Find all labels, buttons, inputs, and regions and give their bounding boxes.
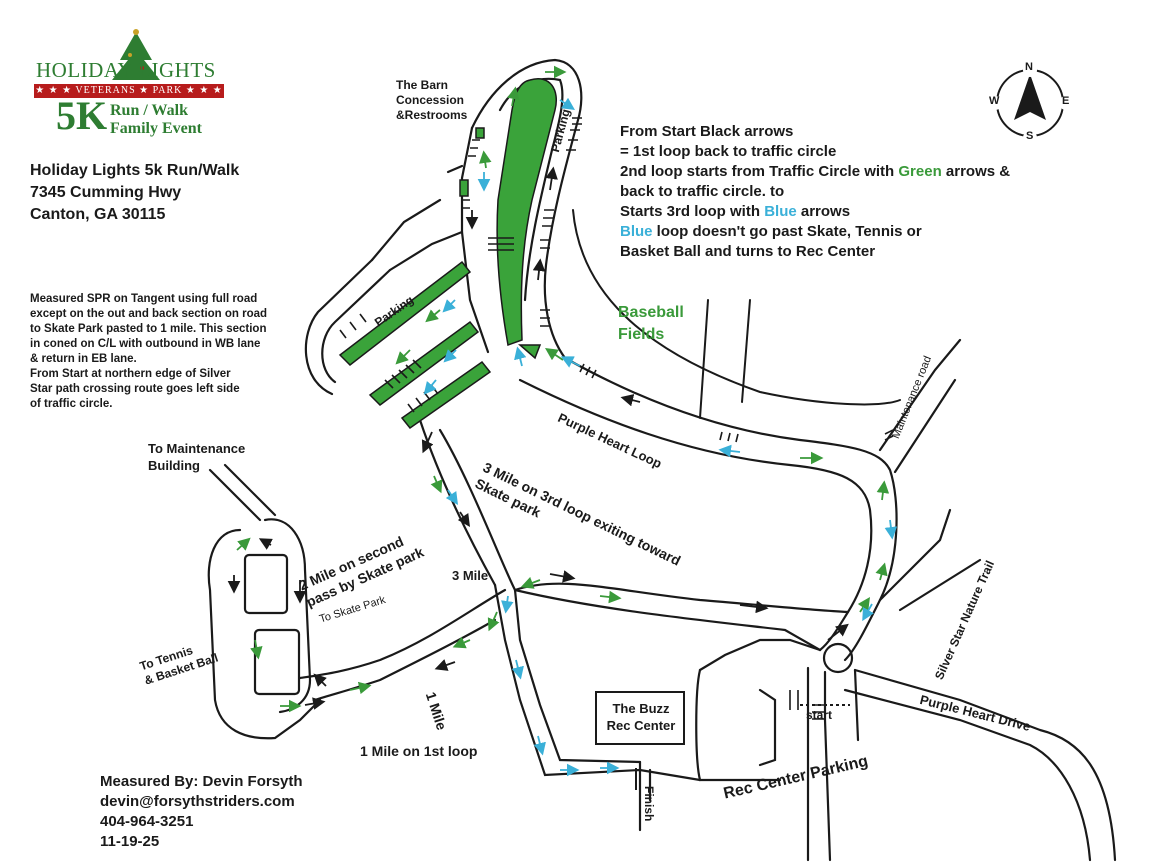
logo-run-walk: Run / Walk (110, 102, 188, 119)
green-arrows (236, 65, 890, 713)
north-island (496, 77, 557, 347)
buzz-line: The Buzz (612, 701, 670, 716)
baseball-line: Fields (618, 326, 665, 343)
logo-family-event: Family Event (110, 120, 202, 137)
buzz-rec-center-label: The Buzz Rec Center (600, 700, 682, 734)
parking-island-1 (338, 260, 472, 366)
instruction-text: arrows (796, 203, 851, 220)
blue-arrows (423, 97, 898, 777)
barn-label-line: The Barn (396, 78, 449, 92)
black-arrows (227, 166, 849, 710)
compass-s: S (1026, 130, 1034, 142)
green-keyword: Green (898, 163, 942, 180)
logo-subtitle: Run / Walk Family Event (110, 102, 202, 138)
measured-by-phone: 404-964-3251 (100, 813, 194, 830)
note-line: & return in EB lane. (30, 353, 137, 365)
event-address: Holiday Lights 5k Run/Walk 7345 Cumming … (30, 160, 239, 226)
parking-island-3 (400, 360, 492, 430)
instruction-text: loop doesn't go past Skate, Tennis or (652, 223, 922, 240)
parking-island-2 (368, 320, 480, 406)
event-logo: HOLIDAY LIGHTS ★ ★ ★ VETERANS ★ PARK ★ ★… (28, 28, 228, 148)
blue-keyword: Blue (764, 203, 797, 220)
north-loop-outer-west (460, 126, 490, 354)
purple-heart-loop-outer (563, 356, 898, 662)
barn-label-line: &Restrooms (396, 108, 468, 122)
christmas-tree-icon (112, 29, 160, 80)
north-loop-outer-east (470, 58, 583, 360)
baseball-fields-label: Baseball Fields (618, 302, 684, 346)
instruction-line: back to traffic circle. to (620, 183, 785, 200)
baseball-line: Baseball (618, 304, 684, 321)
instruction-line: Basket Ball and turns to Rec Center (620, 243, 876, 260)
note-line: From Start at northern edge of Silver (30, 368, 231, 380)
barn-label: The Barn Concession &Restrooms (396, 78, 467, 123)
instruction-line: From Start Black arrows (620, 123, 794, 140)
note-line: to Skate Park pasted to 1 mile. This sec… (30, 323, 267, 335)
logo-5k: 5K (56, 93, 108, 138)
compass-n: N (1025, 61, 1033, 73)
instruction-line: 2nd loop starts from Traffic Circle with… (620, 162, 1010, 182)
to-maintenance-line: Building (148, 458, 200, 473)
loop-south-inner (438, 428, 850, 614)
compass-w: W (989, 95, 1000, 107)
barn-label-line: Concession (396, 93, 465, 107)
finish-label: Finish (642, 786, 656, 822)
logo-title: HOLIDAY LIGHTS (36, 58, 216, 82)
to-maintenance-label: To Maintenance Building (148, 440, 245, 474)
instruction-text: arrows & (941, 163, 1011, 180)
one-mile-note: 1 Mile on 1st loop (360, 743, 478, 759)
instruction-text: Starts 3rd loop with (620, 203, 765, 220)
address-line: Canton, GA 30115 (30, 206, 166, 223)
three-mile-marker: 3 Mile (452, 568, 489, 583)
measured-by-date: 11-19-25 (100, 833, 160, 850)
compass-e: E (1062, 95, 1070, 107)
instruction-text: 2nd loop starts from Traffic Circle with (620, 163, 899, 180)
compass-icon (988, 63, 1073, 145)
note-line: Measured SPR on Tangent using full road (30, 293, 258, 305)
logo-band: ★ ★ ★ VETERANS ★ PARK ★ ★ ★ (34, 84, 224, 98)
measurement-note: Measured SPR on Tangent using full road … (30, 292, 267, 412)
measured-by-email: devin@forsythstriders.com (100, 793, 295, 810)
note-line: in coned on C/L with outbound in WB lane (30, 338, 261, 350)
instruction-line: Blue loop doesn't go past Skate, Tennis … (620, 222, 1010, 242)
blue-keyword: Blue (620, 223, 653, 240)
loop-instructions: From Start Black arrows = 1st loop back … (620, 122, 1010, 262)
measured-by-name: Measured By: Devin Forsyth (100, 773, 303, 790)
note-line: of traffic circle. (30, 398, 113, 410)
buzz-line: Rec Center (606, 718, 676, 733)
to-maintenance-line: To Maintenance (148, 441, 246, 456)
address-line: 7345 Cumming Hwy (30, 184, 182, 201)
note-line: except on the out and back section on ro… (30, 308, 268, 320)
measured-by: Measured By: Devin Forsyth devin@forsyth… (100, 772, 303, 852)
note-line: Star path crossing route goes left side (30, 383, 240, 395)
address-line: Holiday Lights 5k Run/Walk (30, 162, 240, 179)
start-label: start (806, 708, 833, 722)
instruction-line: Starts 3rd loop with Blue arrows (620, 202, 1010, 222)
grass-islands (338, 77, 557, 430)
instruction-line: = 1st loop back to traffic circle (620, 143, 837, 160)
